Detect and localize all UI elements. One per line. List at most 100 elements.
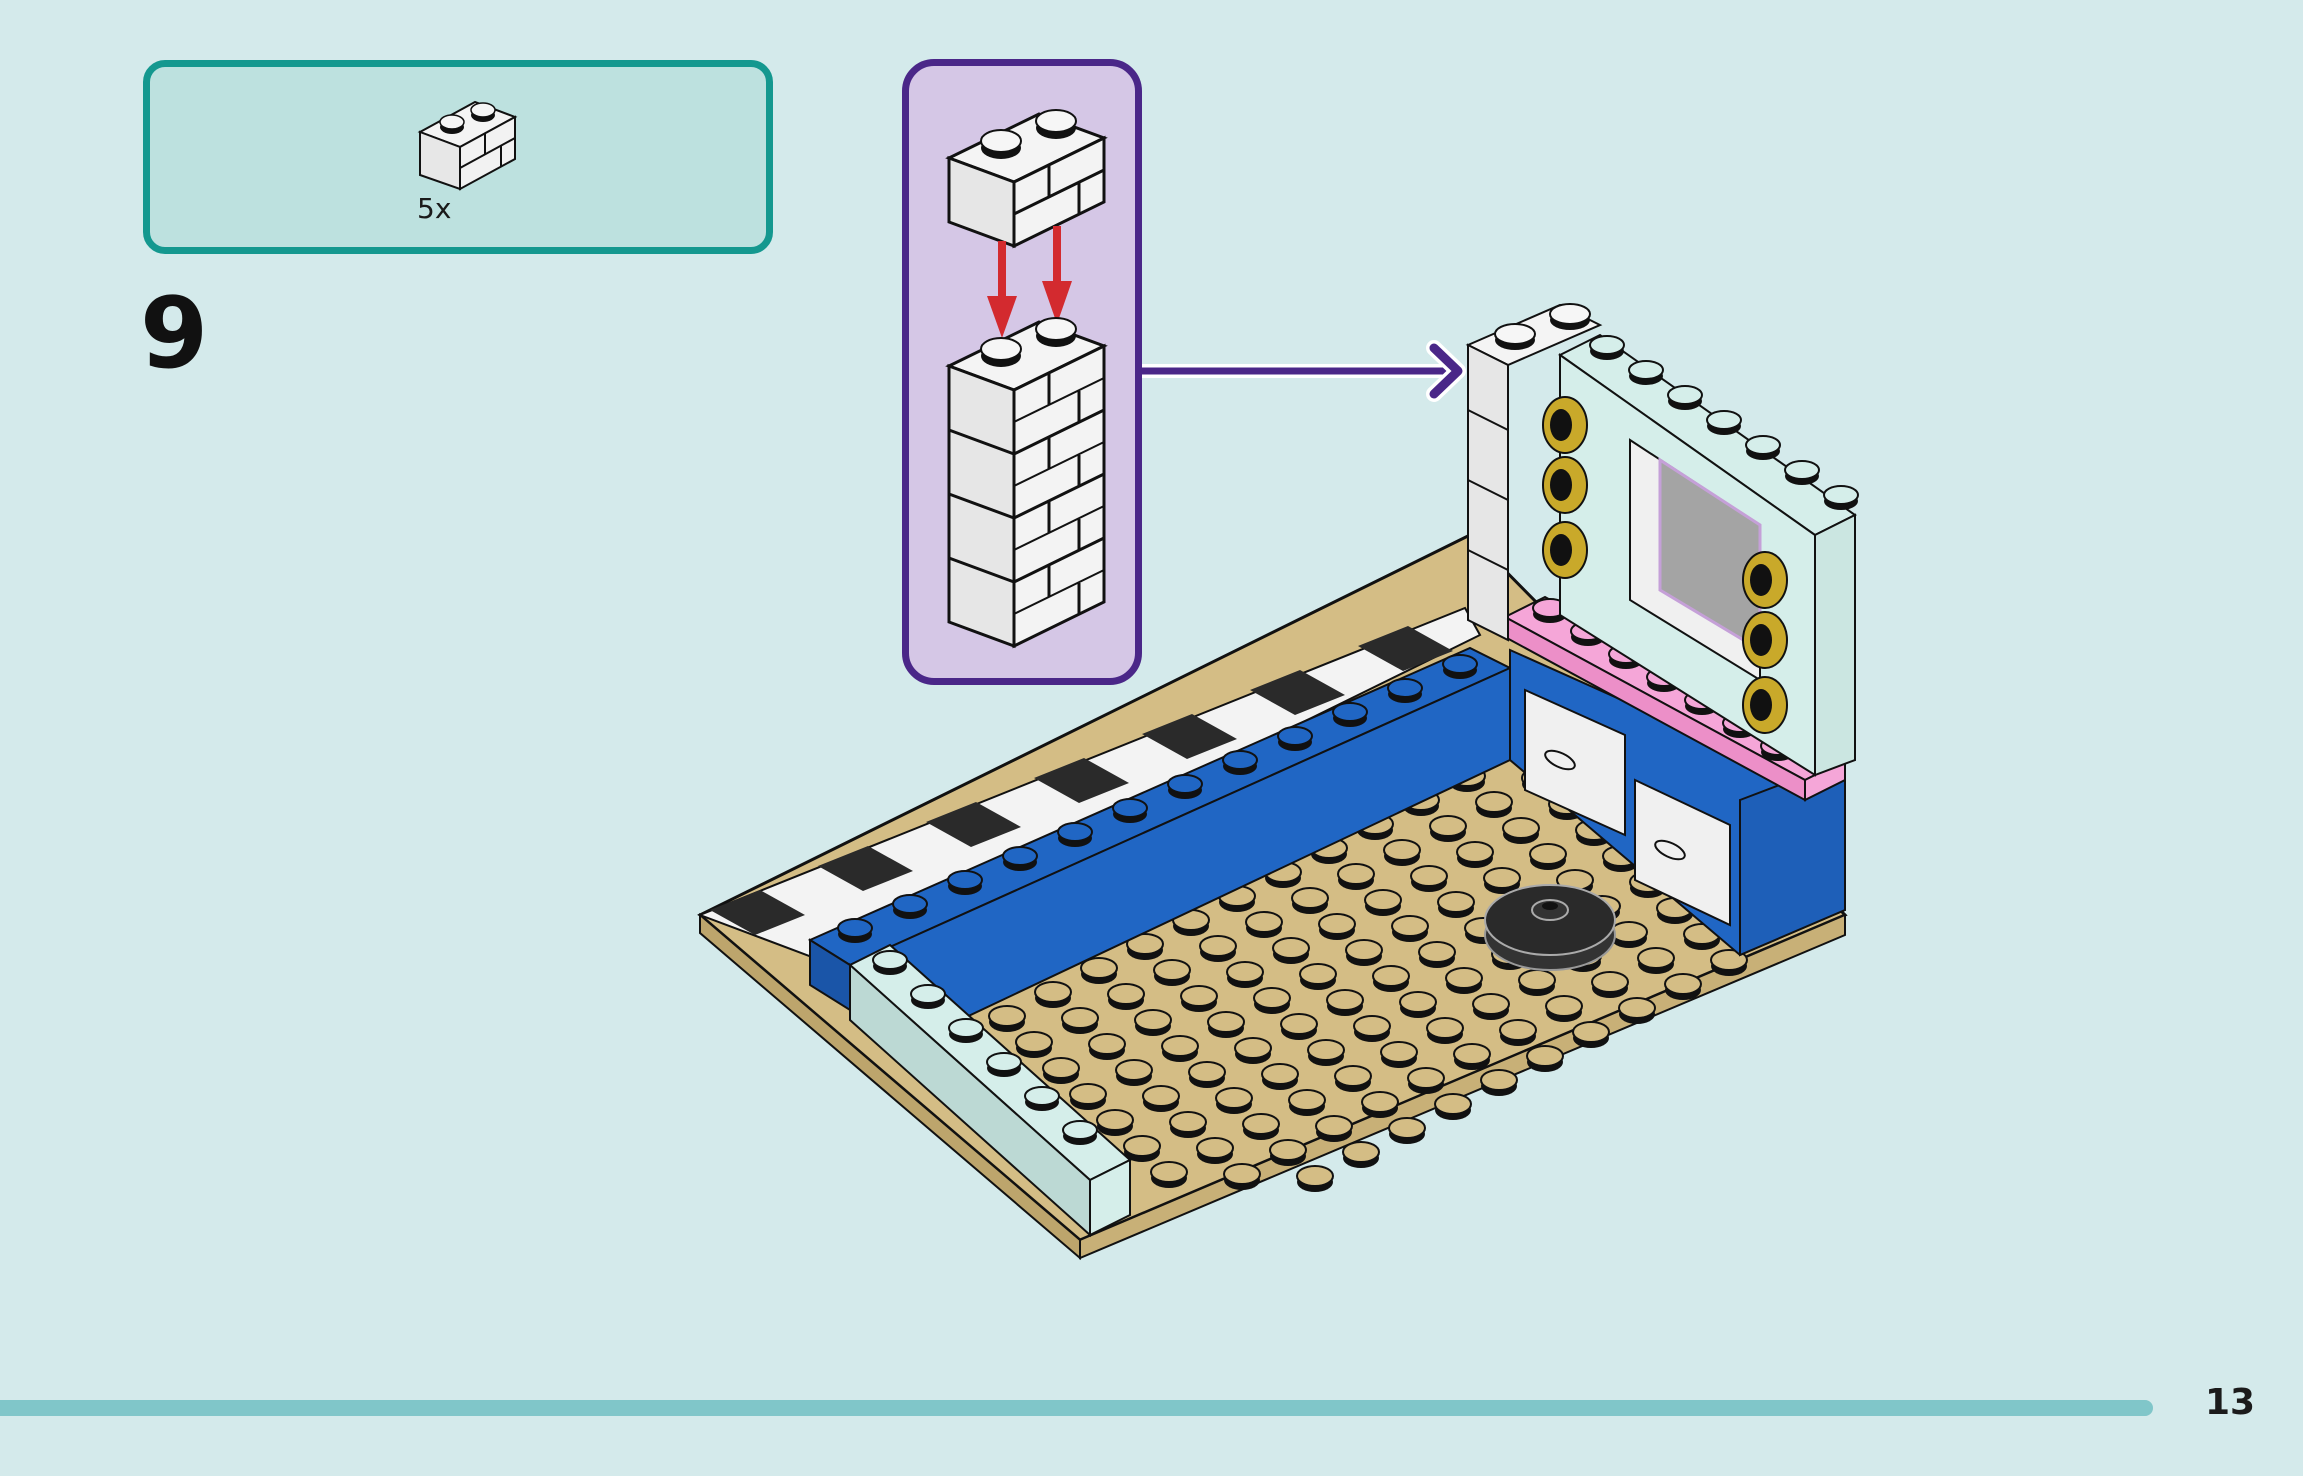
stud [1529, 843, 1567, 865]
stud [1410, 865, 1448, 887]
stud [1150, 1161, 1188, 1183]
stud [1334, 1065, 1372, 1087]
stud [1475, 791, 1513, 813]
sub-assembly-diagram [945, 109, 1108, 649]
black-stripe [926, 802, 1021, 847]
stud [1518, 969, 1556, 991]
stud [1337, 863, 1375, 885]
stud [1407, 1067, 1445, 1089]
stud [1107, 983, 1145, 1005]
stud [1115, 1059, 1153, 1081]
masonry-brick-1x2-icon [417, 100, 518, 191]
page-progress-bar [0, 1400, 2153, 1416]
stud [1426, 1017, 1464, 1039]
stud [1572, 1021, 1610, 1043]
striped-slope-row [697, 606, 1482, 962]
vanity-cabinet [1509, 648, 1846, 957]
stud [1589, 335, 1625, 355]
stud [1618, 997, 1656, 1019]
stud [1002, 846, 1038, 866]
stud [1610, 921, 1648, 943]
aqua-brick-wall [848, 943, 1132, 1238]
stud [1710, 949, 1748, 971]
stud [988, 1005, 1026, 1027]
black-stripe [1034, 758, 1129, 803]
white-masonry-column [1465, 303, 1603, 642]
stud [1126, 933, 1164, 955]
stud [1245, 911, 1283, 933]
brick-tower-icon [945, 317, 1108, 649]
stud [1399, 991, 1437, 1013]
stud [986, 1052, 1022, 1072]
stud [1315, 1115, 1353, 1137]
black-stripe [1142, 714, 1237, 759]
stud [1288, 1089, 1326, 1111]
stud [1199, 935, 1237, 957]
stud [1134, 1009, 1172, 1031]
stud [1664, 973, 1702, 995]
stud [1161, 1035, 1199, 1057]
stud [1823, 485, 1859, 505]
stud [1215, 1087, 1253, 1109]
stud [1472, 993, 1510, 1015]
stud [1180, 985, 1218, 1007]
stud [1291, 887, 1329, 909]
stud [1332, 702, 1368, 722]
parts-list-box: 5x [143, 60, 773, 254]
stud [1784, 460, 1820, 480]
stud [948, 1018, 984, 1038]
stud [1069, 1083, 1107, 1105]
black-stripe [1358, 626, 1453, 671]
stud [1342, 1141, 1380, 1163]
red-arrow-icon [1042, 226, 1072, 324]
stud [1207, 1011, 1245, 1033]
stud [1387, 678, 1423, 698]
stud [1499, 1019, 1537, 1041]
stud [1456, 841, 1494, 863]
stud [1242, 1113, 1280, 1135]
stud [1372, 965, 1410, 987]
stud [1299, 963, 1337, 985]
stud [1142, 1085, 1180, 1107]
blue-brick-wall [807, 646, 1513, 1022]
stud [1434, 1093, 1472, 1115]
stud [1591, 971, 1629, 993]
page-number: 13 [2205, 1382, 2256, 1423]
stud [910, 984, 946, 1004]
stud [1167, 774, 1203, 794]
black-stripe [710, 890, 805, 935]
stud [1296, 1165, 1334, 1187]
stud [1024, 1086, 1060, 1106]
stud [1277, 726, 1313, 746]
stud [1706, 410, 1742, 430]
stud [1226, 961, 1264, 983]
stud [1062, 1120, 1098, 1140]
stud [1272, 937, 1310, 959]
stud [1353, 1015, 1391, 1037]
stud [1526, 1045, 1564, 1067]
stud [1123, 1135, 1161, 1157]
stud [1453, 1043, 1491, 1065]
stud [1418, 941, 1456, 963]
stud [1745, 435, 1781, 455]
stud [1196, 1137, 1234, 1159]
stud [1234, 1037, 1272, 1059]
page-progress-fill [0, 1400, 2153, 1416]
black-stripe [1250, 670, 1345, 715]
stud [1483, 867, 1521, 889]
stud [1667, 385, 1703, 405]
sub-assembly-callout [902, 59, 1142, 685]
stud [1361, 1091, 1399, 1113]
stud [1380, 1041, 1418, 1063]
stud [1223, 1163, 1261, 1185]
stud [1042, 1057, 1080, 1079]
stud [1445, 967, 1483, 989]
stud [1153, 959, 1191, 981]
top-brick-icon [945, 109, 1108, 249]
red-arrow-icon [987, 241, 1017, 338]
stud [1280, 1013, 1318, 1035]
stud [1388, 1117, 1426, 1139]
stud [1261, 1063, 1299, 1085]
stud [1269, 1139, 1307, 1161]
